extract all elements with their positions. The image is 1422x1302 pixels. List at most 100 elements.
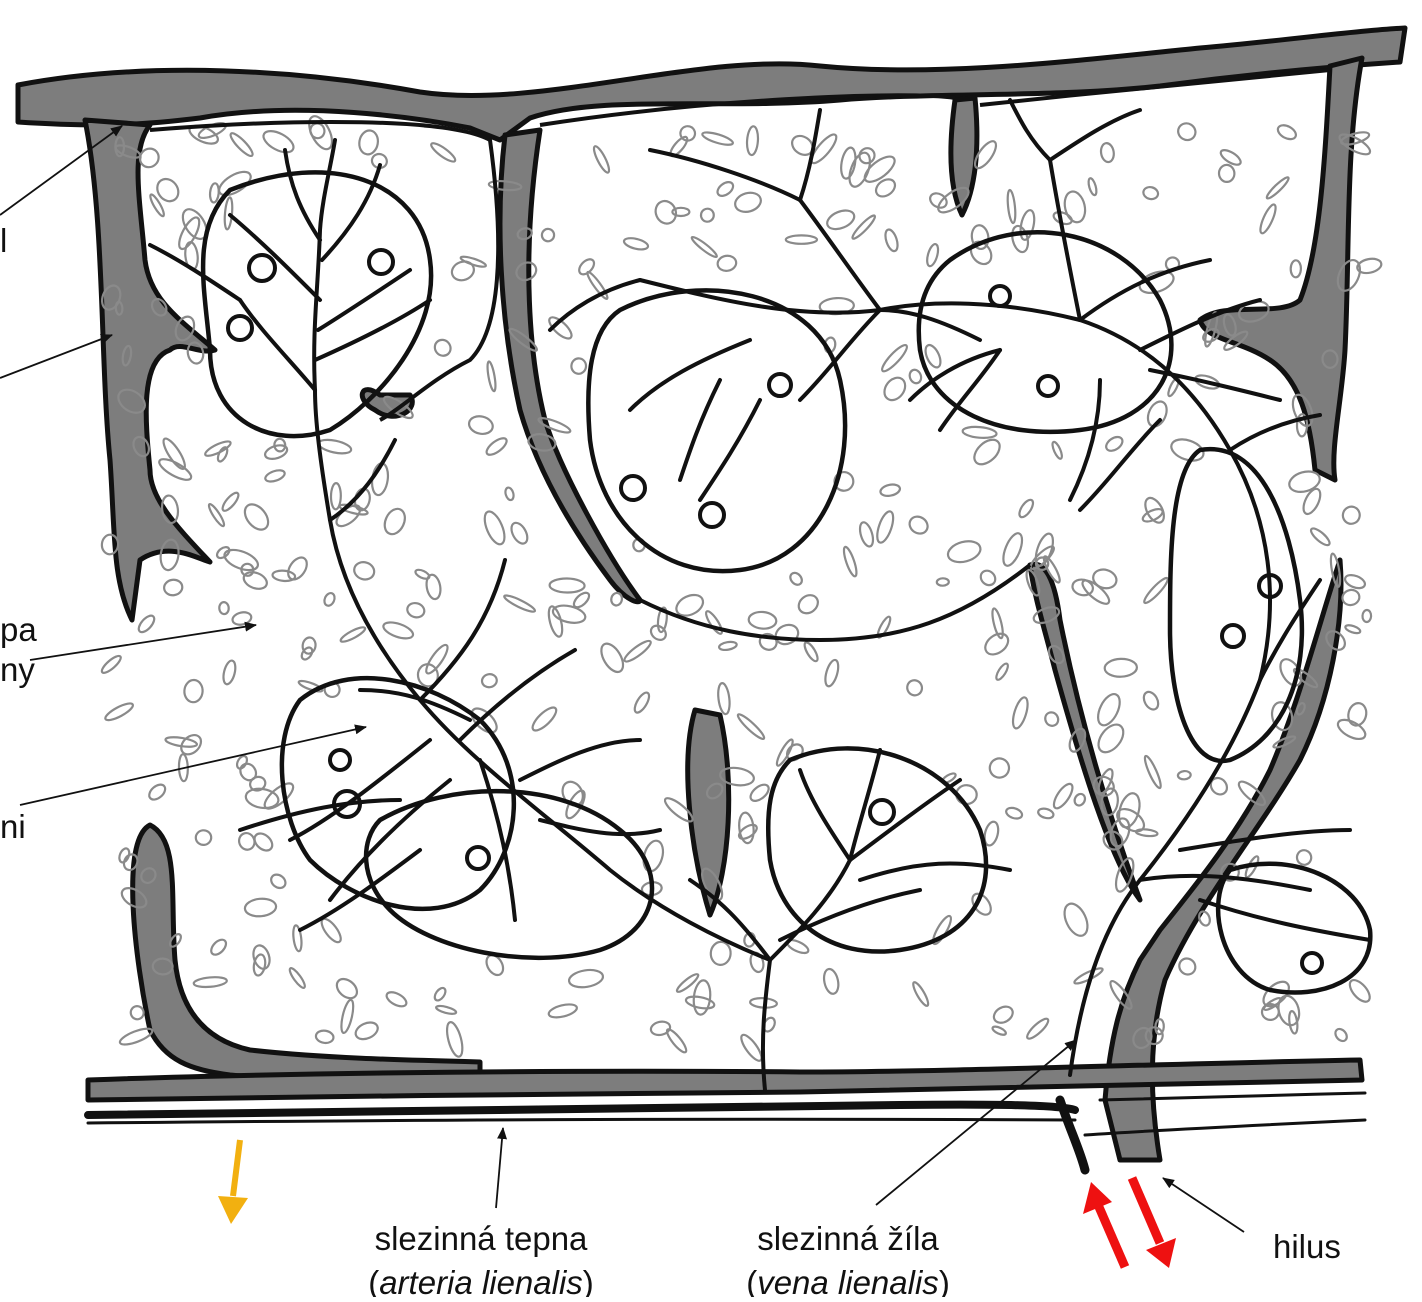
follicle-3	[919, 232, 1172, 432]
red-pulp-loop	[1291, 260, 1301, 277]
red-pulp-loop	[1142, 186, 1159, 201]
red-pulp-loop	[381, 619, 415, 641]
red-pulp-loop	[315, 1030, 334, 1045]
red-pulp-loop	[1005, 806, 1024, 820]
red-pulp-loop	[117, 847, 131, 864]
red-pulp-loop	[879, 483, 901, 498]
red-pulp-loop	[504, 487, 515, 501]
red-pulp-loop	[652, 198, 679, 227]
red-pulp-loop	[103, 701, 135, 724]
red-pulp-loop	[503, 593, 537, 614]
red-pulp-loop	[1104, 658, 1137, 677]
red-pulp-loop	[220, 491, 241, 514]
red-pulp-loop	[788, 571, 804, 588]
central-arterioles	[228, 250, 1322, 973]
red-pulp-loop	[962, 426, 997, 440]
red-pulp-loop	[883, 228, 900, 253]
red-pulp-loop	[822, 968, 841, 995]
red-pulp-loop	[481, 509, 509, 547]
red-pulp-loop	[146, 782, 167, 803]
label-red-pulp-line1: pa	[0, 611, 37, 648]
red-pulp-loop	[786, 235, 817, 243]
follicle-8	[1218, 864, 1370, 993]
paren-open: (	[746, 1264, 757, 1297]
follicle-2	[588, 290, 845, 571]
white-pulp-follicles	[203, 172, 1370, 992]
red-pulp-loop	[718, 641, 737, 652]
red-pulp-loop	[222, 546, 261, 574]
red-pulp-loop	[449, 259, 476, 284]
red-pulp-loop	[1079, 577, 1112, 608]
red-pulp-loop	[1006, 190, 1016, 224]
label-artery-latin: (arteria lienalis)	[368, 1264, 594, 1297]
red-pulp-loop	[260, 127, 297, 157]
red-pulp-loop	[284, 554, 310, 583]
red-pulp-loop	[224, 197, 234, 230]
leader-artery	[496, 1128, 503, 1208]
red-pulp-loop	[221, 659, 237, 685]
red-pulp-loop	[541, 228, 554, 241]
red-pulp-loop	[163, 579, 183, 597]
red-pulp-loop	[1104, 434, 1125, 454]
central-arteriole	[700, 503, 724, 527]
red-pulp-loop	[978, 568, 998, 588]
red-pulp-loop	[802, 641, 820, 663]
red-pulp-loop	[717, 254, 738, 272]
central-arteriole	[467, 847, 489, 869]
red-pulp-loop	[704, 609, 725, 635]
red-pulp-loop	[879, 342, 910, 374]
red-pulp-loop	[937, 578, 949, 586]
red-pulp-loop	[746, 126, 759, 155]
red-pulp-loop	[1060, 900, 1092, 939]
red-pulp-loop	[432, 337, 454, 359]
label-vein-name: slezinná žíla	[757, 1220, 939, 1257]
red-pulp-loop	[317, 437, 352, 455]
trabecula-lower-left	[133, 825, 480, 1080]
red-pulp-loop	[990, 608, 1005, 639]
trabecula-right	[1200, 58, 1362, 480]
red-pulp-loop	[1010, 696, 1031, 730]
follicle-7	[1170, 449, 1302, 761]
red-pulp-loop	[318, 916, 344, 945]
red-pulp-loop	[1155, 1019, 1164, 1034]
red-pulp-loop	[987, 756, 1012, 781]
red-pulp-loop	[156, 455, 193, 483]
red-pulp-loop	[1346, 977, 1373, 1005]
red-pulp-loop	[118, 1025, 154, 1047]
red-pulp-loop	[381, 506, 409, 538]
red-pulp-loop	[710, 941, 731, 965]
red-pulp-loop	[1362, 610, 1371, 622]
red-pulp-loop	[1197, 910, 1212, 927]
red-pulp-loop	[352, 560, 376, 582]
red-pulp-loop	[1175, 120, 1199, 143]
red-pulp-loop	[795, 591, 821, 617]
red-pulp-loop	[1219, 147, 1243, 167]
red-pulp-loop	[549, 578, 584, 593]
capsule-and-trabeculae	[18, 28, 1405, 1160]
leader-hilus	[1163, 1178, 1244, 1232]
red-pulp-loop	[339, 625, 367, 644]
red-pulp-loop	[970, 435, 1004, 469]
red-pulp-loop	[244, 897, 277, 917]
red-pulp-loop	[906, 513, 931, 537]
red-pulp-loop	[406, 601, 426, 619]
red-pulp-loop	[1296, 849, 1313, 866]
paren-close: )	[583, 1264, 594, 1297]
leader-trabecula	[0, 335, 112, 378]
red-pulp-loop	[1276, 122, 1299, 142]
red-pulp-loop	[184, 679, 204, 702]
red-pulp-loop	[1309, 526, 1332, 548]
red-pulp-loop	[632, 690, 652, 714]
red-pulp-loop	[925, 243, 940, 267]
red-pulp-loop	[1136, 828, 1158, 837]
red-pulp-loop	[568, 968, 604, 990]
label-hilus: hilus	[1273, 1228, 1341, 1265]
red-pulp-loop	[610, 592, 623, 606]
red-pulp-loop	[824, 207, 856, 233]
red-pulp-loop	[841, 546, 858, 578]
red-pulp-loop	[717, 682, 732, 714]
red-pulp-loop	[333, 975, 361, 1002]
trabecula-middle	[500, 130, 640, 602]
paren-open: (	[368, 1264, 379, 1297]
